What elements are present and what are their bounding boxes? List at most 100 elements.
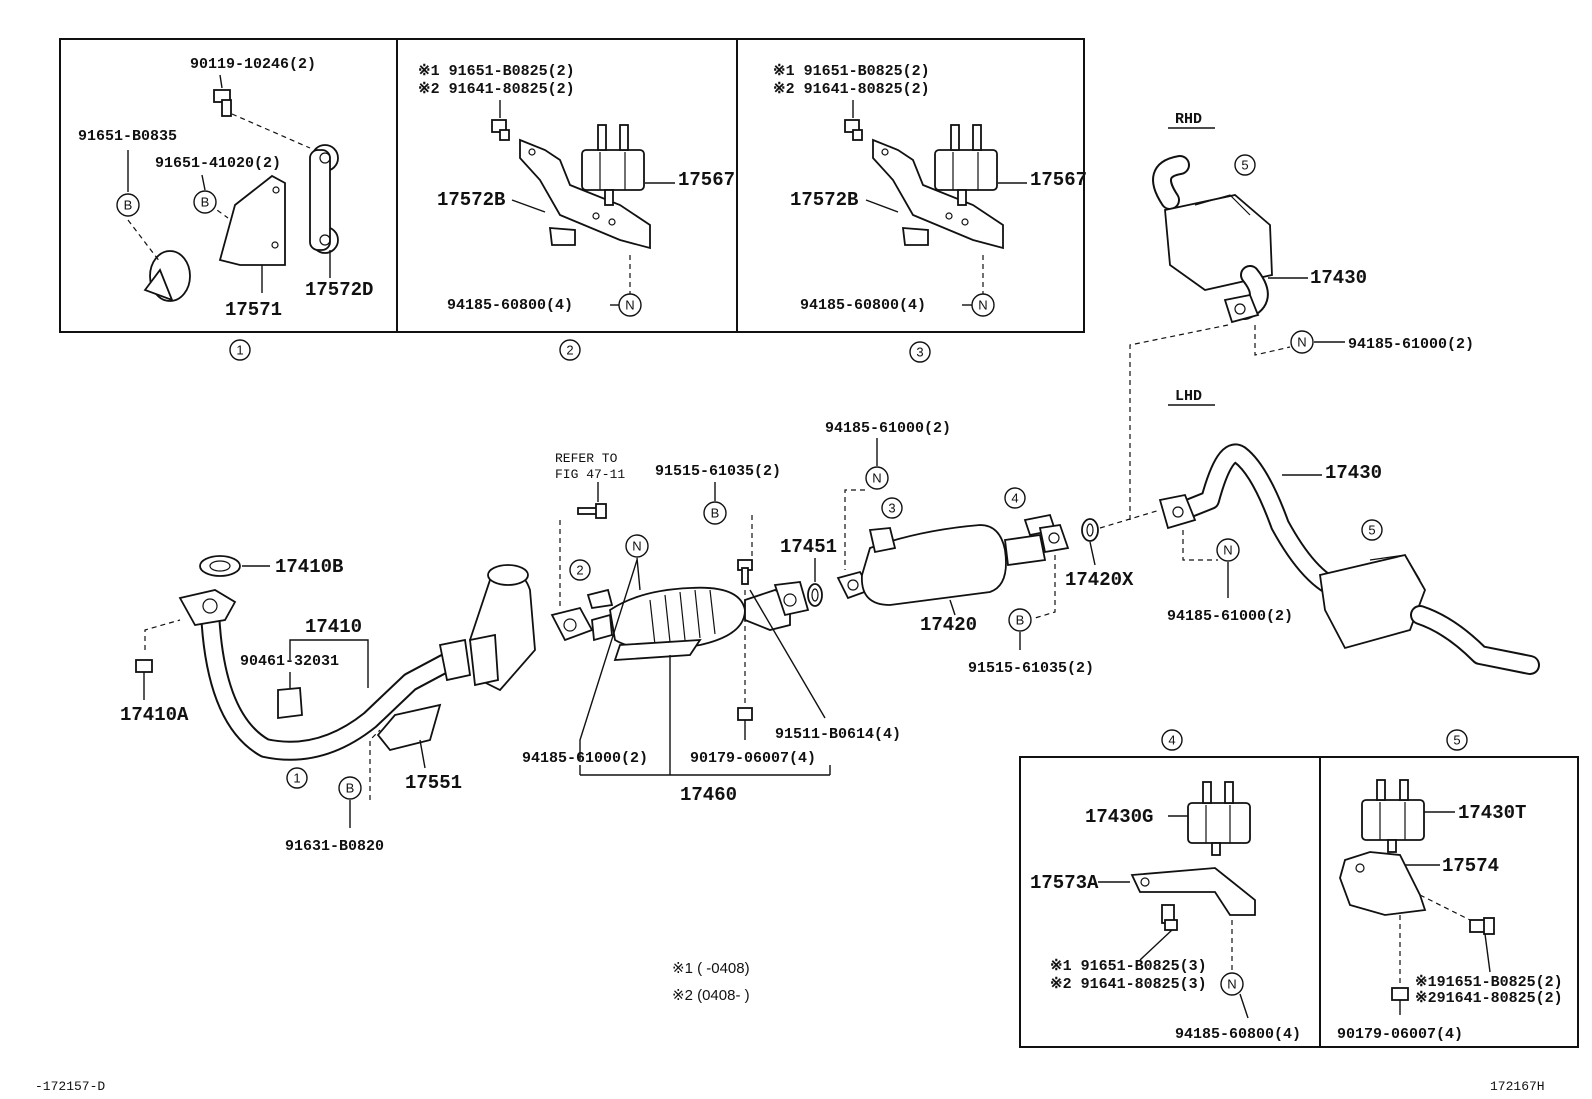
label-91515-61035-top[interactable]: 91515-61035(2): [655, 463, 781, 480]
callout-3-icon: [909, 341, 931, 363]
label-17567[interactable]: 17567: [678, 169, 735, 191]
rubber-link-icon: [309, 144, 339, 254]
label-17420[interactable]: 17420: [920, 614, 977, 636]
svg-text:N: N: [978, 298, 987, 313]
label-17573a[interactable]: 17573A: [1030, 872, 1099, 894]
label-94185-61000-top[interactable]: 94185-61000(2): [825, 420, 951, 437]
label-94185-61000-lhd[interactable]: 94185-61000(2): [1167, 608, 1293, 625]
label-17430-lhd[interactable]: 17430: [1325, 462, 1382, 484]
svg-text:B: B: [711, 506, 720, 521]
note-1-bolt[interactable]: ※1 91651-B0825(2): [773, 63, 930, 80]
bracket-icon: [1130, 867, 1256, 916]
label-17430-rhd[interactable]: 17430: [1310, 267, 1367, 289]
refer-to-line1[interactable]: REFER TO: [555, 451, 618, 466]
flange-icon: [438, 638, 472, 682]
muffler-rhd-icon: [1152, 155, 1273, 324]
label-17571[interactable]: 17571: [225, 299, 282, 321]
rubber-hanger-icon: [277, 687, 303, 720]
note-2-bolt[interactable]: ※2 91641-80825(2): [418, 81, 575, 98]
label-94185-60800[interactable]: 94185-60800(4): [800, 297, 926, 314]
note-1-bolt[interactable]: ※1 91651-B0825(2): [418, 63, 575, 80]
label-17551[interactable]: 17551: [405, 772, 462, 794]
callout-1: 1: [236, 343, 243, 358]
svg-text:N: N: [1297, 335, 1306, 350]
callout-2-icon: [569, 559, 591, 581]
label-91511-b0614[interactable]: 91511-B0614(4): [775, 726, 901, 743]
svg-text:3: 3: [888, 501, 895, 516]
center-muffler-icon: [836, 513, 1070, 606]
exhaust-manifold-icon: [469, 564, 536, 692]
gasket-icon: [1081, 518, 1099, 542]
footer-right-code: 172167H: [1490, 1079, 1545, 1094]
label-91631-b0820[interactable]: 91631-B0820: [285, 838, 384, 855]
catalytic-converter-icon: [550, 581, 810, 661]
label-90179-06007-p5[interactable]: 90179-06007(4): [1337, 1026, 1463, 1043]
label-90119-10246[interactable]: 90119-10246(2): [190, 56, 316, 73]
tailpipe-lhd-icon: [1158, 443, 1540, 675]
n-symbol-icon: N: [625, 534, 649, 558]
label-94185-60800-p4[interactable]: 94185-60800(4): [1175, 1026, 1301, 1043]
label-17420x[interactable]: 17420X: [1065, 569, 1134, 591]
note-2-bolt[interactable]: ※2 91641-80825(2): [773, 81, 930, 98]
label-90461-32031[interactable]: 90461-32031: [240, 653, 339, 670]
svg-text:B: B: [346, 781, 355, 796]
label-17572d[interactable]: 17572D: [305, 279, 373, 301]
refer-to-line2[interactable]: FIG 47-11: [555, 467, 625, 482]
label-17410a[interactable]: 17410A: [120, 704, 189, 726]
b-symbol-icon: B B: [116, 190, 217, 217]
engine-mount-icon: [581, 124, 645, 206]
label-17451[interactable]: 17451: [780, 536, 837, 558]
bolt-icon: [213, 89, 232, 117]
rhd-section: RHD 17430 5 N 94185-61000(2): [1129, 111, 1474, 520]
callout-1-icon: [229, 339, 251, 361]
panel-4-frame: [1019, 756, 1321, 1048]
flange-icon: [178, 589, 237, 626]
note-2: ※2 (0408- ): [672, 987, 750, 1004]
label-91651-41020[interactable]: 91651-41020(2): [155, 155, 281, 172]
panel-5: 5 17430T 17574 ※191651-B0825(2) ※291641-…: [1319, 729, 1579, 1048]
bolt-icon: [491, 119, 510, 141]
note-1-bolt[interactable]: ※191651-B0825(2): [1415, 974, 1563, 991]
label-94185-61000-rhd[interactable]: 94185-61000(2): [1348, 336, 1474, 353]
note-1-bolt[interactable]: ※1 91651-B0825(3): [1050, 958, 1207, 975]
bolt-icon: [844, 119, 863, 141]
n-symbol-icon: N: [865, 466, 889, 490]
label-17572b[interactable]: 17572B: [437, 189, 505, 211]
callout-1-icon: [286, 767, 308, 789]
svg-text:N: N: [625, 298, 634, 313]
label-91515-61035-bottom[interactable]: 91515-61035(2): [968, 660, 1094, 677]
b-symbol-icon: B: [338, 776, 362, 800]
panel-5-frame: [1319, 756, 1579, 1048]
label-17430t[interactable]: 17430T: [1458, 802, 1526, 824]
label-17572b[interactable]: 17572B: [790, 189, 858, 211]
nut-icon: [1391, 987, 1409, 1001]
catalytic-converter-assembly: REFER TO FIG 47-11 91515-61035(2) B 2 N: [522, 451, 901, 806]
svg-text:1: 1: [293, 771, 300, 786]
label-94185-60800[interactable]: 94185-60800(4): [447, 297, 573, 314]
bracket-icon: [872, 138, 1004, 250]
callout-4-icon: [1161, 729, 1183, 751]
nut-icon: [135, 659, 153, 673]
label-17410b[interactable]: 17410B: [275, 556, 343, 578]
gasket-icon: [807, 583, 823, 607]
label-17574[interactable]: 17574: [1442, 855, 1499, 877]
label-17567[interactable]: 17567: [1030, 169, 1087, 191]
svg-text:4: 4: [1011, 491, 1018, 506]
label-91651-b0835[interactable]: 91651-B0835: [78, 128, 177, 145]
note-2-bolt[interactable]: ※2 91641-80825(3): [1050, 976, 1207, 993]
label-17460[interactable]: 17460: [680, 784, 737, 806]
label-90179-06007-bottom[interactable]: 90179-06007(4): [690, 750, 816, 767]
svg-text:5: 5: [1241, 158, 1248, 173]
label-94185-61000-left[interactable]: 94185-61000(2): [522, 750, 648, 767]
callout-5-icon: [1234, 154, 1256, 176]
panel-2: ※1 91651-B0825(2) ※2 91641-80825(2) 1757…: [396, 38, 738, 361]
svg-text:4: 4: [1168, 733, 1175, 748]
n-symbol-icon: N: [1216, 538, 1240, 562]
panel-1: 90119-10246(2) 91651-B0835 91651-41020(2…: [59, 38, 398, 361]
bracket-icon: [519, 138, 651, 250]
label-17410[interactable]: 17410: [305, 616, 362, 638]
svg-text:5: 5: [1453, 733, 1460, 748]
label-17430g[interactable]: 17430G: [1085, 806, 1153, 828]
note-2-bolt[interactable]: ※291641-80825(2): [1415, 990, 1563, 1007]
rhd-title: RHD: [1175, 111, 1202, 128]
